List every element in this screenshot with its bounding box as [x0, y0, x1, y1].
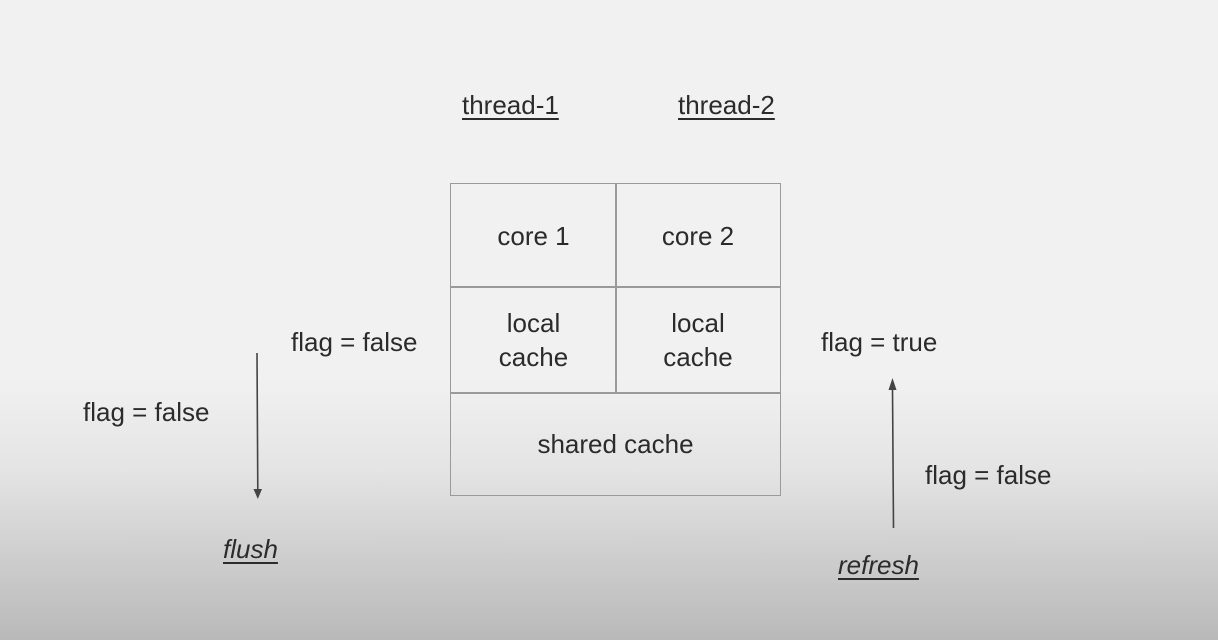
grid-divider-row-1 — [451, 286, 780, 288]
local-cache-1-line-1: local — [506, 308, 561, 338]
local-cache-1-line-2: cache — [498, 342, 569, 372]
right-upper-flag-label: flag = true — [821, 327, 938, 357]
flush-down-arrow-icon — [253, 352, 262, 499]
left-upper-flag-label: flag = false — [291, 327, 418, 357]
thread-2-heading: thread-2 — [678, 90, 775, 120]
left-lower-flag-label: flag = false — [83, 397, 210, 427]
shared-cache-cell: shared cache — [537, 429, 694, 459]
flush-label: flush — [223, 534, 278, 564]
grid-divider-row-2 — [451, 392, 780, 394]
right-lower-flag-label: flag = false — [925, 460, 1052, 490]
local-cache-2-line-1: local — [671, 308, 725, 338]
core-2-cell: core 2 — [661, 220, 735, 251]
local-cache-2-line-2: cache — [663, 342, 733, 372]
refresh-up-arrow-icon — [888, 378, 897, 529]
grid-divider-vertical — [615, 184, 617, 392]
local-cache-1-cell: local cache — [451, 287, 616, 393]
thread-1-heading: thread-1 — [462, 90, 559, 120]
local-cache-2-cell: local cache — [616, 287, 780, 393]
core-1-cell: core 1 — [497, 220, 570, 251]
cache-hierarchy-grid: core 1 core 2 local cache local cache sh… — [450, 183, 781, 496]
refresh-label: refresh — [838, 550, 919, 580]
